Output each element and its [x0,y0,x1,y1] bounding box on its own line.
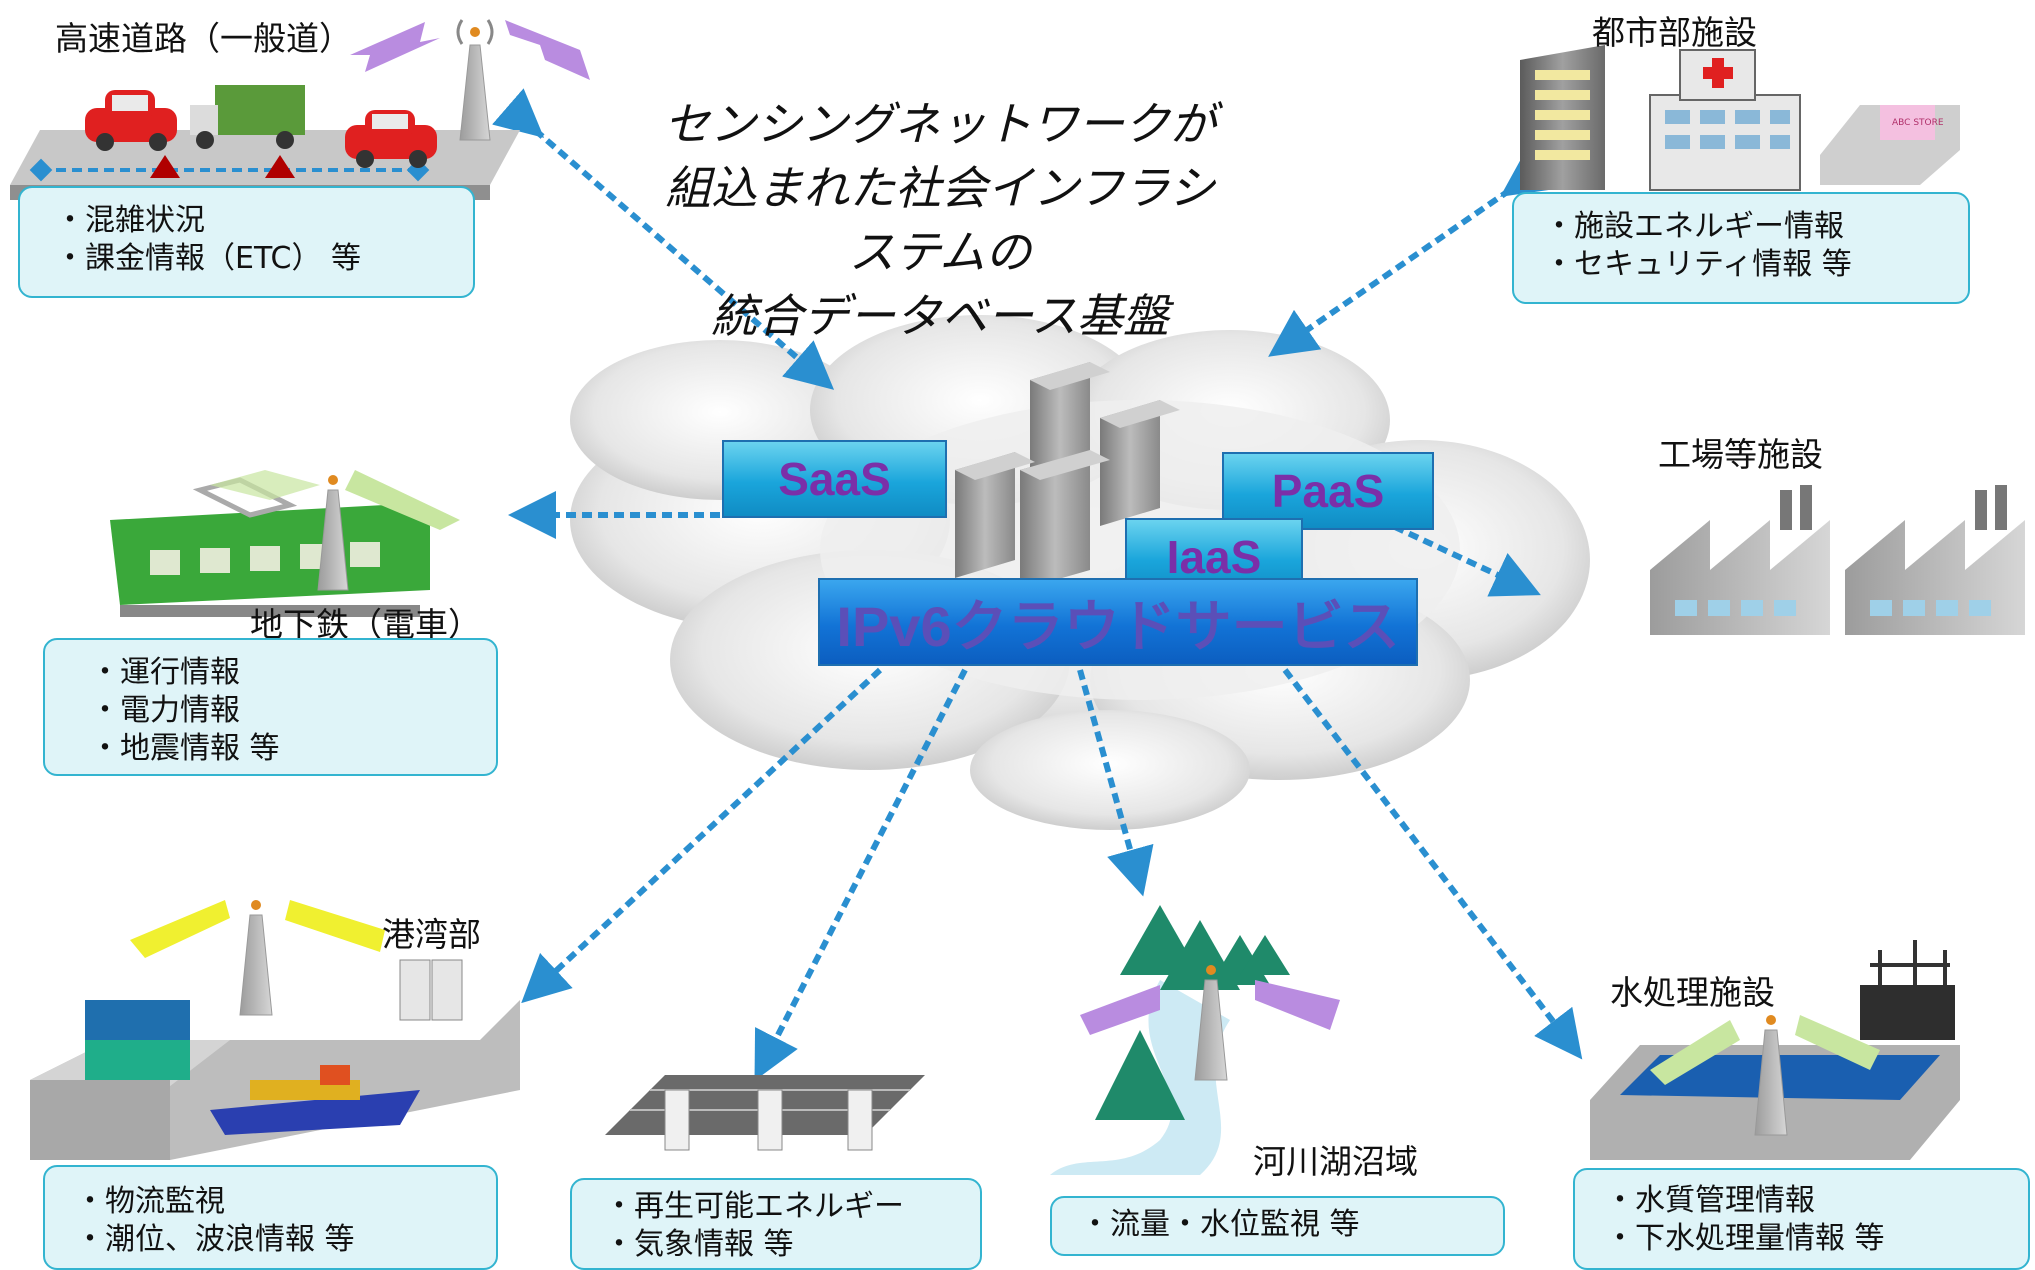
port-info-box: 物流監視 潮位、波浪情報 等 [43,1165,498,1270]
river-item-1: 流量・水位監視 等 [1080,1206,1503,1244]
port-item-2: 潮位、波浪情報 等 [75,1221,496,1259]
antenna-icon [317,475,349,591]
river-info-box: 流量・水位監視 等 [1050,1196,1505,1256]
antenna-icon [1080,965,1340,1081]
urban-item-2: セキュリティ情報 等 [1544,246,1968,284]
water-info-box: 水質管理情報 下水処理量情報 等 [1573,1168,2030,1270]
subway-item-3: 地震情報 等 [90,730,496,768]
subway-info-box: 運行情報 電力情報 地震情報 等 [43,638,498,776]
highway-item-1: 混雑状況 [55,202,473,240]
container-icon [85,1000,190,1080]
link-arrows [492,88,1583,1081]
server-icon [399,959,463,1021]
title-line-3: 統合データベース基盤 [711,289,1169,343]
water-title: 水処理施設 [1610,973,1775,1012]
hospital-icon [1649,49,1801,191]
train-icon [110,470,460,617]
tree-icon [1095,905,1290,1120]
port-item-1: 物流監視 [75,1183,496,1221]
server-icon [955,362,1180,590]
highway-title: 高速道路（一般道） [55,19,352,58]
antenna-icon [239,900,273,1016]
urban-info-box: 施設エネルギー情報 セキュリティ情報 等 [1512,192,1970,304]
car-icon [345,110,437,168]
urban-title: 都市部施設 [1592,13,1757,52]
sensor-icon [664,1089,873,1151]
paas-box: PaaS [1222,452,1434,530]
factory-icon [1650,485,2025,635]
renewable-item-2: 気象情報 等 [604,1226,980,1264]
urban-item-1: 施設エネルギー情報 [1544,208,1968,246]
title-line-1: センシングネットワークが [664,97,1216,151]
diagram-title: センシングネットワークが 組込まれた社会インフラシステムの 統合データベース基盤 [660,92,1220,348]
ship-icon [210,1065,420,1135]
renewable-item-1: 再生可能エネルギー [604,1188,980,1226]
highway-scene [10,85,520,200]
store-sign: ABC STORE [1892,118,1944,128]
highway-item-2: 課金情報（ETC） 等 [55,240,473,278]
renewable-info-box: 再生可能エネルギー 気象情報 等 [570,1178,982,1270]
title-line-2: 組込まれた社会インフラシステムの [665,161,1215,279]
subway-title: 地下鉄（電車） [250,605,481,644]
antenna-icon [1754,1015,1788,1136]
subway-item-1: 運行情報 [90,654,496,692]
building-icon [1520,45,1605,190]
port-scene [30,900,520,1160]
factory-title: 工場等施設 [1658,435,1823,474]
river-icon [1050,980,1230,1175]
store-icon: ABC STORE [1820,105,1960,185]
car-icon [85,90,177,151]
antenna-icon [350,19,590,141]
saas-box: SaaS [722,440,947,518]
truck-icon [190,85,305,149]
water-item-1: 水質管理情報 [1605,1182,2028,1220]
port-title: 港湾部 [382,915,481,954]
subway-item-2: 電力情報 [90,692,496,730]
water-item-2: 下水処理量情報 等 [1605,1220,2028,1258]
highway-info-box: 混雑状況 課金情報（ETC） 等 [18,186,475,298]
ipv6-cloud-service-box: IPv6クラウドサービス [818,578,1418,666]
river-title: 河川湖沼域 [1253,1142,1418,1181]
urban-scene: ABC STORE [1520,45,1960,191]
